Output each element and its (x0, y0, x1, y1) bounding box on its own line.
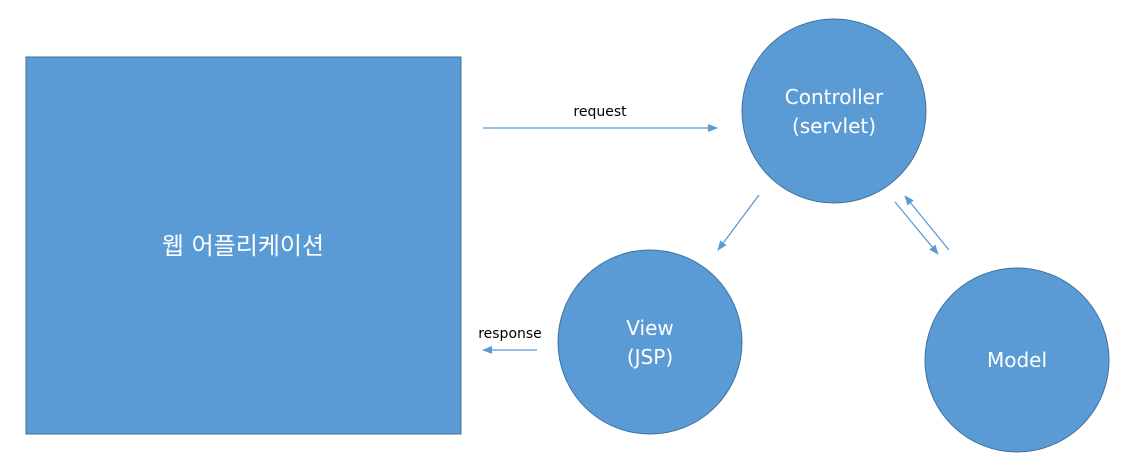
model-node: Model (924, 267, 1110, 453)
view-label-line2: (JSP) (627, 345, 673, 369)
controller-label-line1: Controller (785, 85, 884, 109)
webapp-node: 웹 어플리케이션 (25, 56, 462, 435)
request-edge: request (483, 104, 718, 132)
controller-circle (741, 18, 927, 204)
controller-node: Controller (servlet) (741, 18, 927, 204)
response-edge: response (478, 326, 542, 354)
view-circle (557, 249, 743, 435)
model-label: Model (987, 348, 1047, 372)
view-label-line1: View (626, 316, 673, 340)
controller-to-model-arrow (894, 201, 939, 255)
view-node: View (JSP) (557, 249, 743, 435)
webapp-box (25, 56, 462, 435)
controller-label-line2: (servlet) (792, 114, 876, 138)
request-label: request (573, 104, 627, 120)
model-to-controller-arrow (904, 195, 950, 251)
controller-to-view-arrow (717, 194, 760, 251)
webapp-label: 웹 어플리케이션 (162, 232, 324, 260)
response-label: response (478, 326, 542, 342)
model-circle (924, 267, 1110, 453)
